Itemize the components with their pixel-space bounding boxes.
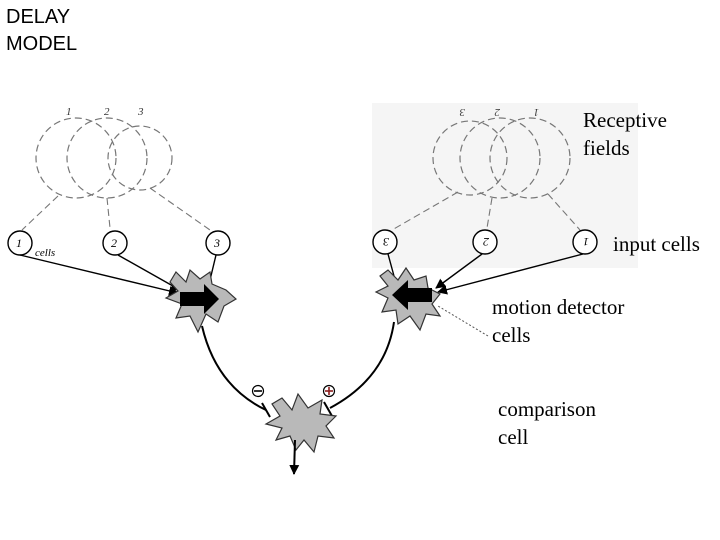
title-line-1: DELAY bbox=[6, 6, 71, 28]
left-direction-arrow bbox=[180, 284, 219, 314]
left-input-cell-2 bbox=[102, 230, 128, 256]
right-receptive-field-2 bbox=[459, 117, 541, 199]
left-field-number-2: 2 bbox=[104, 106, 110, 118]
right-receptive-field-1 bbox=[489, 117, 571, 199]
right-input-cell-3 bbox=[372, 229, 398, 255]
left-field-number-1: 1 bbox=[66, 106, 72, 118]
right-input-cell-1 bbox=[572, 229, 598, 255]
left-receptive-fields bbox=[35, 117, 173, 199]
left-cell-number-1: 1 bbox=[16, 236, 22, 250]
left-field-connections bbox=[21, 187, 211, 231]
right-input-cell-2 bbox=[472, 229, 498, 255]
right-cell-number-3: 3 bbox=[383, 235, 390, 249]
left-field-number-3: 3 bbox=[137, 106, 144, 118]
minus-sign-icon bbox=[251, 384, 265, 398]
inhibitory-terminals bbox=[261, 401, 333, 418]
right-field-number-2: 2 bbox=[494, 106, 500, 118]
motion-detector-pointer bbox=[437, 305, 489, 337]
right-field-connections bbox=[391, 191, 581, 231]
comparison-cell bbox=[264, 392, 338, 454]
right-input-cells bbox=[372, 229, 598, 255]
left-receptive-field-3 bbox=[107, 125, 173, 191]
cells-text: cells bbox=[35, 247, 55, 259]
title-line-2: MODEL bbox=[6, 33, 78, 55]
plus-sign-icon bbox=[322, 384, 336, 398]
left-receptive-field-2 bbox=[66, 117, 148, 199]
left-cell-number-2: 2 bbox=[111, 236, 117, 250]
input-cells-label: input cells bbox=[613, 232, 700, 256]
right-field-number-3: 3 bbox=[459, 106, 466, 118]
right-direction-arrow bbox=[392, 280, 432, 310]
motion-detector-label: motion detector cells bbox=[492, 295, 625, 347]
right-input-connections bbox=[387, 253, 584, 295]
detector-to-comparison-connections bbox=[201, 321, 395, 411]
right-receptive-field-3 bbox=[432, 120, 508, 196]
left-receptive-field-1 bbox=[35, 117, 117, 199]
diagram-title: DELAY MODEL bbox=[6, 4, 77, 58]
left-input-cell-3 bbox=[205, 230, 231, 256]
right-cell-number-1: 1 bbox=[583, 235, 589, 249]
comparison-cell-label: comparison cell bbox=[498, 397, 596, 449]
output-arrow bbox=[289, 439, 300, 475]
right-field-number-1: 1 bbox=[534, 106, 540, 118]
right-receptive-fields bbox=[432, 117, 571, 199]
right-cell-number-2: 2 bbox=[483, 235, 489, 249]
left-cell-number-3: 3 bbox=[213, 236, 220, 250]
receptive-fields-label: Receptive fields bbox=[583, 108, 667, 160]
